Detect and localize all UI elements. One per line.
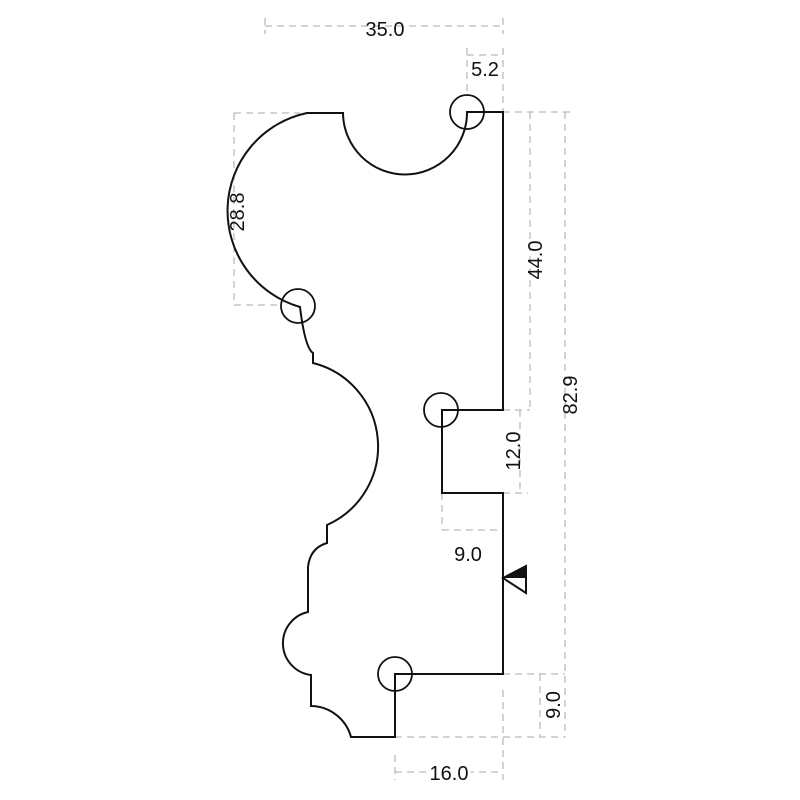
dim-upper-arc-height: 28.8 xyxy=(227,193,249,232)
arc-center-marker xyxy=(423,392,459,428)
dim-overall-width: 35.0 xyxy=(366,19,405,41)
dim-upper-back-height: 44.0 xyxy=(525,241,547,280)
dim-overall-height: 82.9 xyxy=(560,376,582,415)
dim-bottom-height: 9.0 xyxy=(543,691,565,719)
reference-triangle-icon xyxy=(501,564,527,595)
dimension-lines xyxy=(233,18,570,780)
arc-center-marker xyxy=(449,94,485,130)
dim-bottom-width: 16.0 xyxy=(430,763,469,785)
dim-rebate-depth: 9.0 xyxy=(454,544,482,566)
arc-center-marker xyxy=(280,288,316,324)
molding-profile-outline xyxy=(226,111,504,738)
arc-center-marker xyxy=(377,656,413,692)
dim-rebate-height: 12.0 xyxy=(503,432,525,471)
dim-top-offset: 5.2 xyxy=(471,59,499,81)
